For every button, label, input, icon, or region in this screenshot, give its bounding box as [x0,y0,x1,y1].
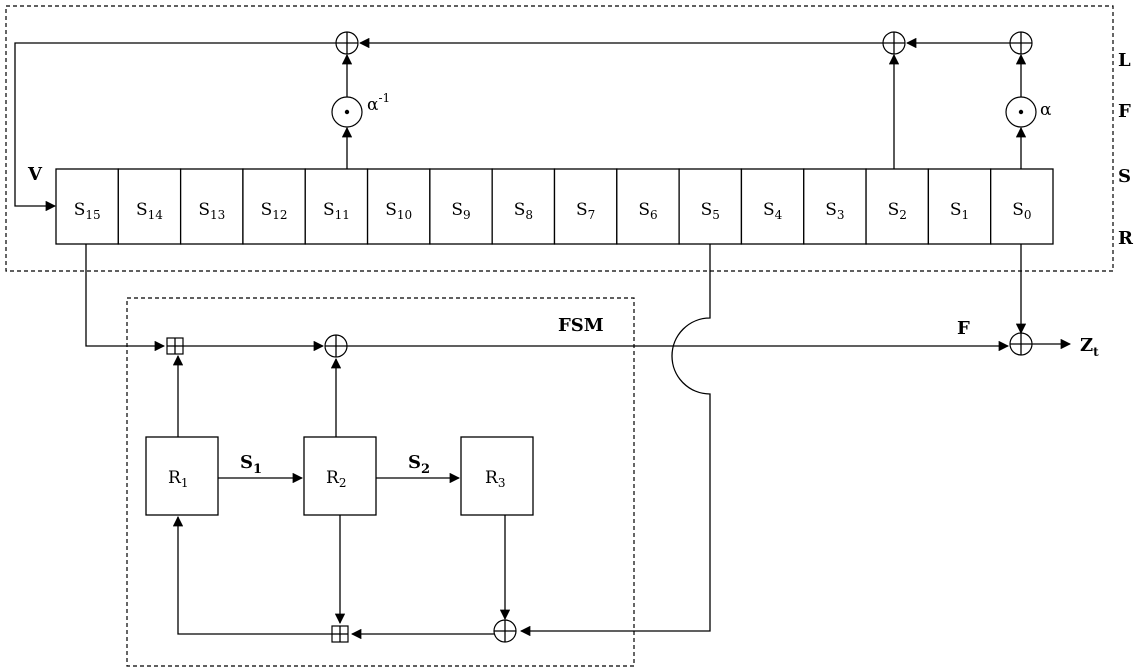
lfsr-cell-s7: S7 [553,168,618,245]
output-f-label: F [957,318,970,339]
side-letter-f: F [1118,101,1131,122]
lfsr-boundary [5,5,1114,272]
mul-alpha-icon [1005,96,1037,128]
lfsr-cell-s3: S3 [803,168,867,245]
lfsr-cell-s0: S0 [990,168,1054,245]
s5-line-with-hop [519,244,711,637]
xor-middle-icon [882,31,906,55]
mul-alpha-inv-icon [331,96,363,128]
lfsr-cell-s2: S2 [865,168,930,245]
adder-bottom-icon [331,625,349,643]
final-xor-icon [1009,332,1033,356]
xor-left-icon [335,31,359,55]
lfsr-cell-s11: S11 [304,168,369,245]
sbox-s1-label: S1 [240,452,262,477]
side-letter-r: R [1118,228,1134,249]
svg-text:S1: S1 [950,200,969,222]
svg-text:S12: S12 [261,200,288,222]
v-label: V [27,164,43,185]
lfsr-register-cells: S15 S14 S13 S12 S11 S10 S9 S8 S7 S6 S5 S4 S3 S2 S1 S0 [55,168,1054,245]
lfsr-cell-s5: S5 [678,168,743,245]
lfsr-cell-s1: S1 [927,168,992,245]
s15-to-adder [85,244,166,352]
fsm-title: FSM [558,315,604,336]
xor-right-icon [1009,31,1033,55]
svg-text:S10: S10 [385,200,412,222]
adder-top-icon [166,337,184,355]
side-letter-s: S [1118,166,1131,187]
fsm-boundary [126,297,635,667]
register-r2: R2 [303,436,377,516]
bottom-adder-to-r1 [172,515,332,635]
fsm-xor-icon [324,334,348,358]
feedback-into-s15 [14,42,336,212]
lfsr-cell-s6: S6 [616,168,680,245]
alpha-label: α [1040,100,1052,120]
sbox-s2-label: S2 [408,452,430,477]
svg-text:S13: S13 [198,200,225,222]
svg-text:S14: S14 [136,200,163,222]
lfsr-cell-s10: S10 [366,168,431,245]
lfsr-cell-s15: S15 [55,168,119,245]
bottom-xor-icon [493,619,517,643]
svg-text:S6: S6 [638,200,657,222]
register-r3: R3 [460,436,534,516]
svg-text:S2: S2 [888,200,907,222]
svg-text:S7: S7 [576,200,595,222]
lfsr-cell-s13: S13 [179,168,244,245]
lfsr-cell-s9: S9 [429,168,493,245]
svg-text:S11: S11 [323,200,350,222]
lfsr-cell-s12: S12 [242,168,306,245]
svg-text:S5: S5 [701,200,720,222]
svg-text:S15: S15 [74,200,101,222]
svg-text:R1: R1 [168,468,188,490]
lfsr-cell-s8: S8 [491,168,556,245]
lfsr-cell-s14: S14 [117,168,182,245]
svg-text:S8: S8 [514,200,533,222]
side-letter-l: L [1118,50,1131,71]
svg-text:R3: R3 [485,468,505,490]
alpha-inv-label: α-1 [367,91,390,115]
lfsr-cell-s4: S4 [740,168,805,245]
svg-text:S4: S4 [763,200,783,222]
svg-text:R2: R2 [326,468,346,490]
svg-text:S0: S0 [1012,200,1031,222]
svg-text:S9: S9 [451,200,470,222]
z-output-label: Zt [1080,335,1099,359]
svg-text:S3: S3 [825,200,844,222]
register-r1: R1 [145,436,219,516]
